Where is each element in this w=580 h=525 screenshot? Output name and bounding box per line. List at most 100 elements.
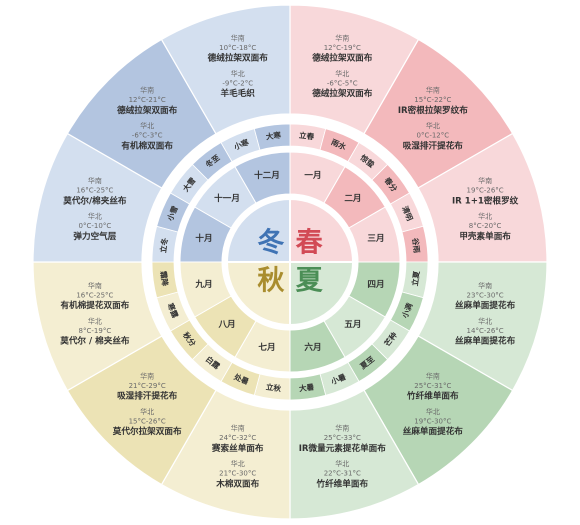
month-label: 三月 <box>367 233 384 244</box>
temperature-range: 0°C-10°C <box>79 222 112 230</box>
temperature-range: 0°C-12°C <box>416 132 449 140</box>
month-label: 十月 <box>195 232 212 244</box>
temperature-range: 21°C-30°C <box>219 470 256 478</box>
month-label: 五月 <box>344 319 361 330</box>
temperature-range: 15°C-22°C <box>414 96 451 104</box>
fabric-name: 赛索丝单面布 <box>211 442 264 454</box>
temperature-range: 8°C-20°C <box>469 222 502 230</box>
region-label: 华北 <box>231 459 245 468</box>
temperature-range: 16°C-25°C <box>76 291 113 299</box>
solar-term-label: 立秋 <box>265 381 282 393</box>
fabric-name: 木棉双面布 <box>215 477 259 489</box>
region-label: 华南 <box>140 86 154 95</box>
region-label: 华南 <box>88 281 102 290</box>
temperature-range: 15°C-26°C <box>129 417 166 425</box>
temperature-range: -6°C-3°C <box>132 132 163 140</box>
fabric-name: 莫代尔/棉夹丝布 <box>62 194 127 206</box>
fabric-name: 有机棉双面布 <box>121 139 173 151</box>
region-label: 华北 <box>231 69 245 78</box>
temperature-range: 22°C-31°C <box>324 470 361 478</box>
solar-term-label: 大寒 <box>265 130 282 142</box>
region-label: 华北 <box>478 212 492 221</box>
fabric-name: 吸湿排汗提花布 <box>403 139 464 151</box>
temperature-range: 16°C-25°C <box>76 187 113 195</box>
region-label: 华南 <box>335 33 349 42</box>
fabric-name: 有机棉提花双面布 <box>61 299 130 311</box>
solar-term-label: 立冬 <box>158 237 170 254</box>
region-label: 华北 <box>478 316 492 325</box>
solar-term-label: 立夏 <box>409 270 421 287</box>
temperature-range: 21°C-29°C <box>129 382 166 390</box>
region-label: 华北 <box>140 407 154 416</box>
temperature-range: 25°C-31°C <box>414 382 451 390</box>
fabric-name: 德绒拉架双面布 <box>312 87 373 99</box>
region-label: 华南 <box>231 424 245 433</box>
fabric-name: IR 1+1密根罗纹 <box>452 194 519 206</box>
fabric-name: IR微量元素提花单面布 <box>299 442 387 454</box>
month-label: 八月 <box>217 319 235 330</box>
region-label: 华北 <box>426 407 440 416</box>
temperature-range: -9°C-2°C <box>222 79 253 87</box>
month-label: 十二月 <box>254 169 280 181</box>
temperature-range: 8°C-19°C <box>79 327 112 335</box>
fabric-name: 竹纤维单面布 <box>406 390 459 402</box>
month-label: 六月 <box>304 341 321 353</box>
solar-term-label: 立春 <box>298 130 315 142</box>
solar-term-label: 霜降 <box>159 269 171 287</box>
fabric-blocks: 华南12°C-19°C德绒拉架双面布华北-6°C-5°C德绒拉架双面布华南15°… <box>59 33 518 489</box>
region-label: 华南 <box>478 176 492 185</box>
season-label: 冬 <box>257 226 284 258</box>
temperature-range: 24°C-32°C <box>219 434 256 442</box>
fabric-name: 丝麻单面提花布 <box>403 425 464 437</box>
region-label: 华南 <box>478 281 492 290</box>
fabric-name: 德绒拉架双面布 <box>117 104 178 116</box>
month-label: 二月 <box>344 193 361 204</box>
region-label: 华北 <box>88 212 102 221</box>
fabric-name: IR密根拉架罗纹布 <box>398 104 468 116</box>
fabric-name: 羊毛毛织 <box>221 87 256 99</box>
region-label: 华北 <box>335 69 349 78</box>
solar-term-label: 大暑 <box>298 381 315 393</box>
solar-term-label: 谷雨 <box>410 237 422 254</box>
fabric-name: 弹力空气层 <box>73 230 116 242</box>
temperature-range: 12°C-19°C <box>324 44 361 52</box>
temperature-range: 19°C-26°C <box>467 187 504 195</box>
region-label: 华北 <box>88 316 102 325</box>
fabric-name: 丝麻单面提花布 <box>455 299 516 311</box>
month-label: 九月 <box>194 278 212 290</box>
region-label: 华北 <box>426 121 440 130</box>
temperature-range: 14°C-26°C <box>467 327 504 335</box>
region-label: 华北 <box>140 121 154 130</box>
region-label: 华北 <box>335 459 349 468</box>
month-label: 十一月 <box>214 192 240 204</box>
month-label: 四月 <box>367 279 384 290</box>
fabric-name: 甲壳素单面布 <box>459 230 511 242</box>
temperature-range: 23°C-30°C <box>467 291 504 299</box>
fabric-name: 莫代尔拉架双面布 <box>112 425 182 437</box>
temperature-range: 19°C-30°C <box>414 417 451 425</box>
temperature-range: 25°C-33°C <box>324 434 361 442</box>
fabric-name: 德绒拉架双面布 <box>208 52 269 64</box>
region-label: 华南 <box>426 371 440 380</box>
fabric-name: 莫代尔 / 棉夹丝布 <box>59 335 130 347</box>
fabric-name: 丝麻单面提花布 <box>455 335 516 347</box>
temperature-range: 12°C-21°C <box>129 96 166 104</box>
region-label: 华南 <box>231 33 245 42</box>
region-label: 华南 <box>140 371 154 380</box>
region-label: 华南 <box>88 176 102 185</box>
season-quadrant <box>225 197 291 263</box>
region-label: 华南 <box>335 424 349 433</box>
